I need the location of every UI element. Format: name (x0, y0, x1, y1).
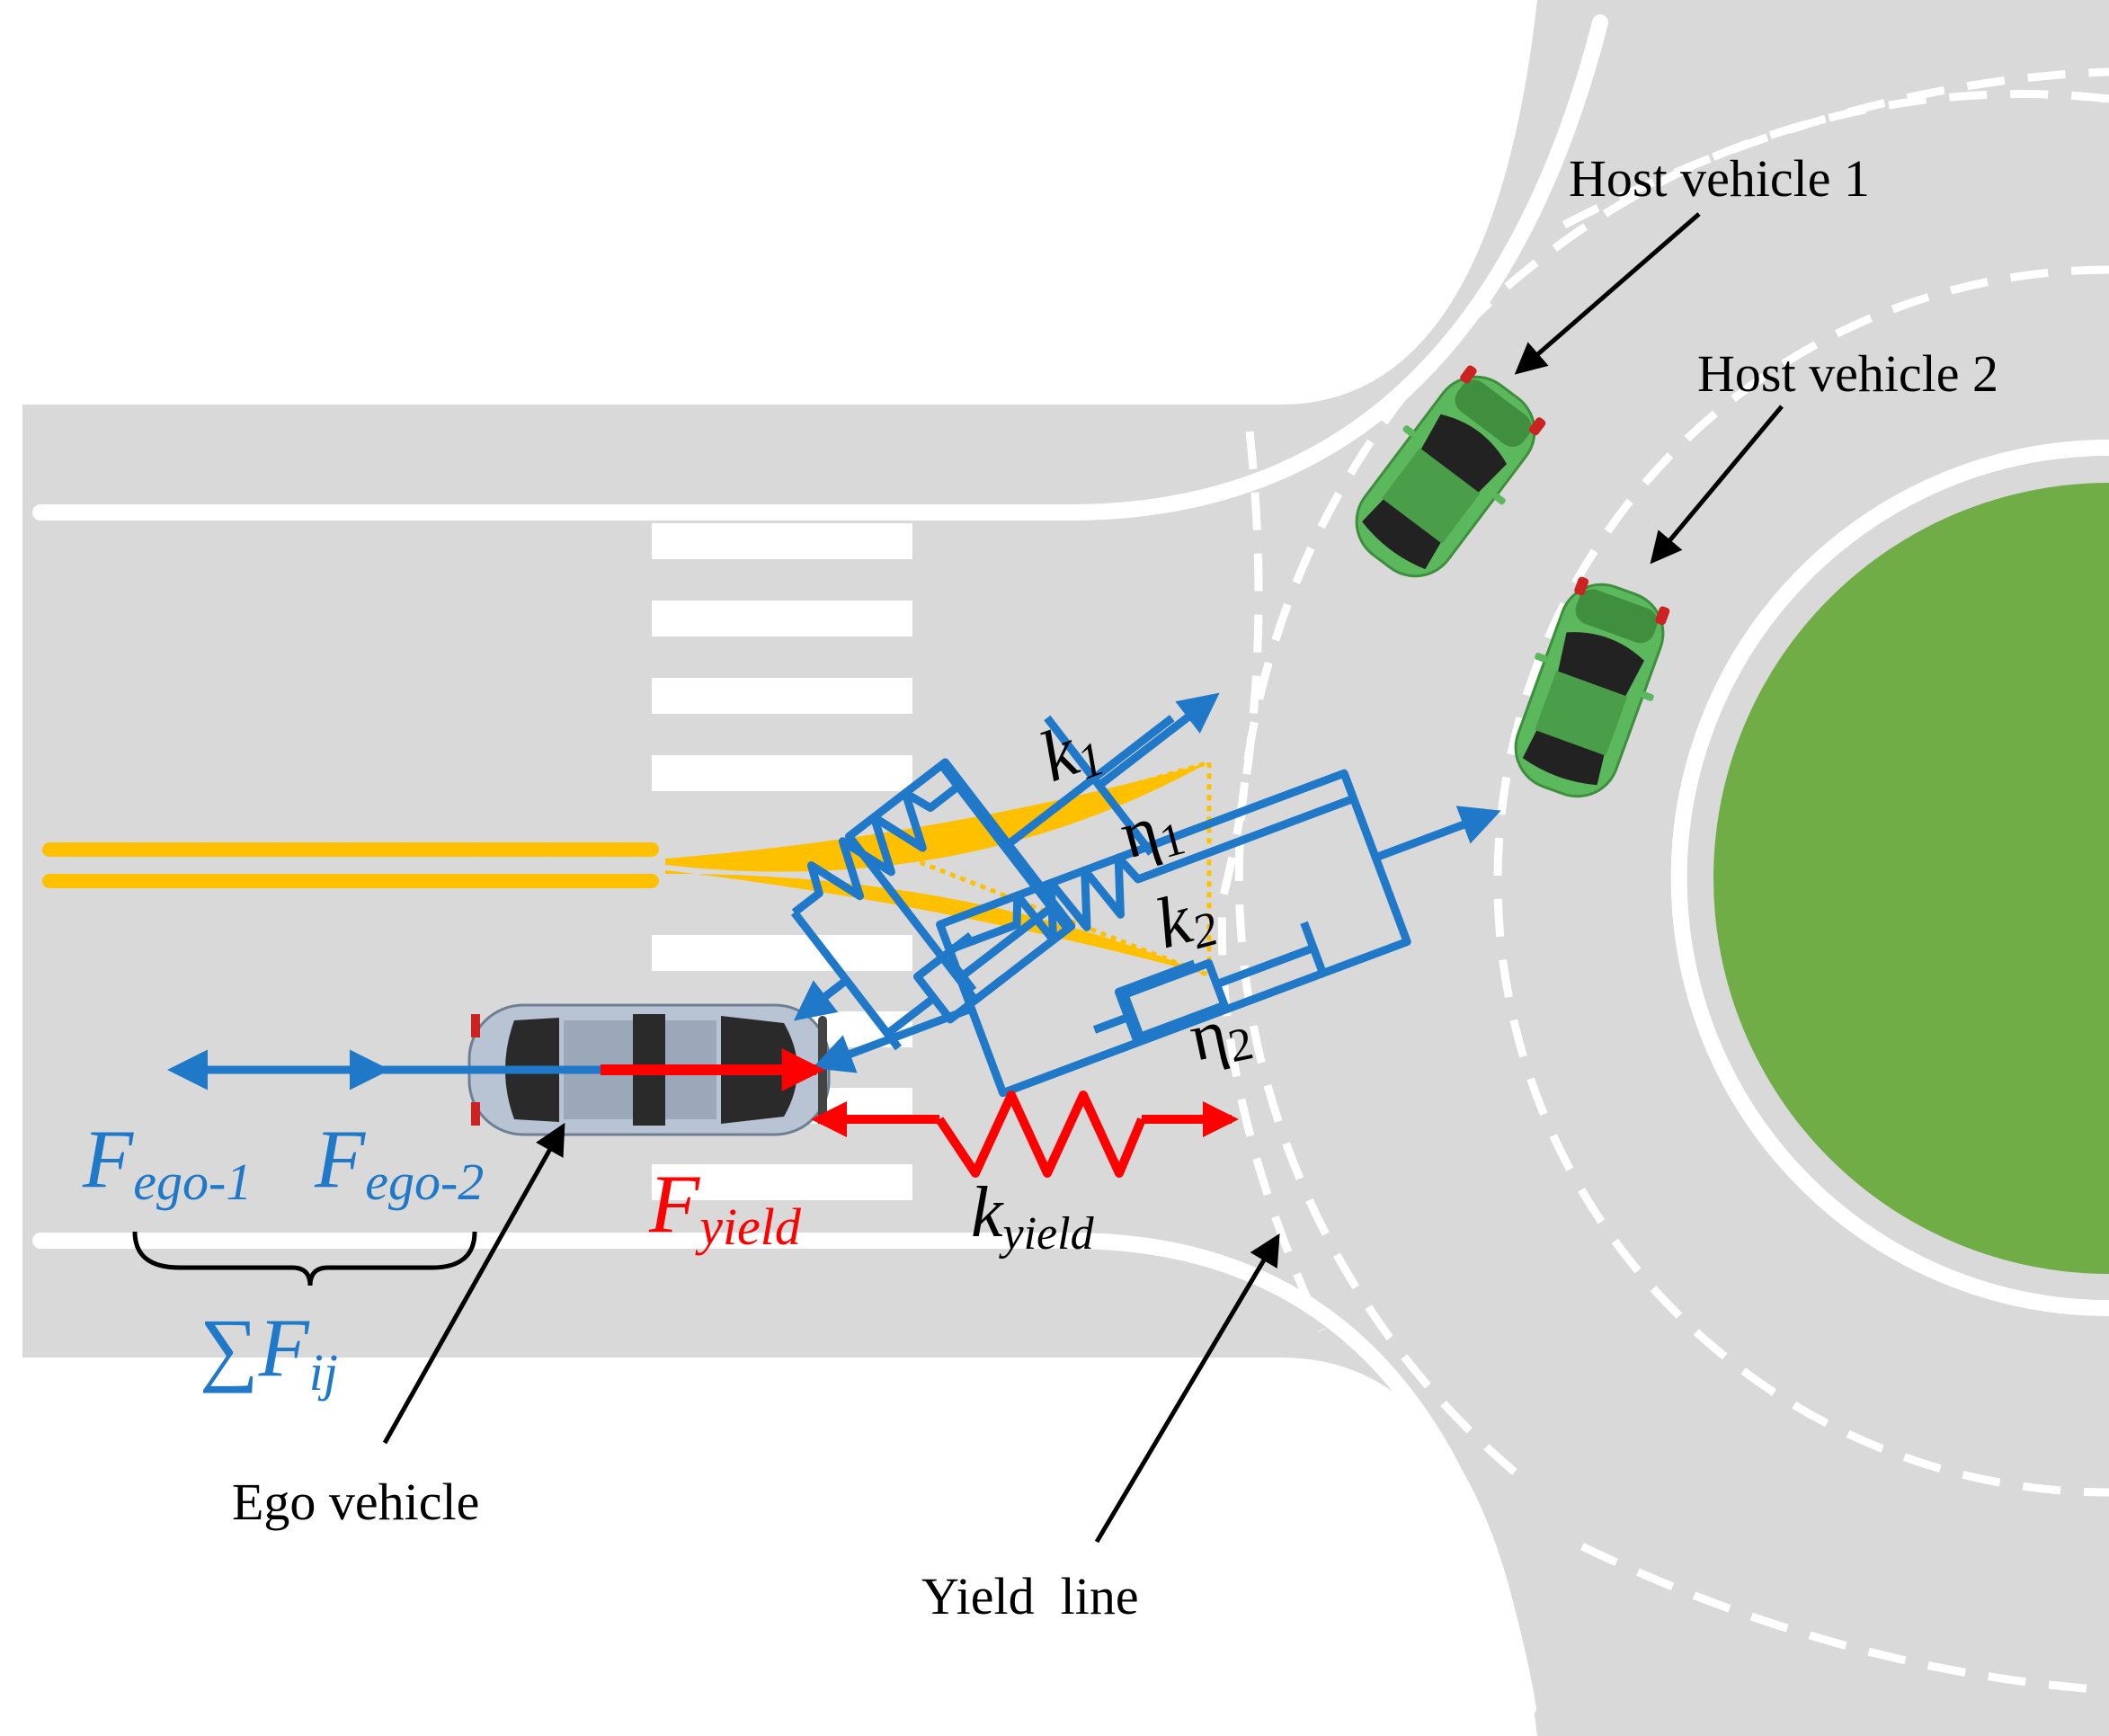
leader-lines (382, 212, 1784, 1544)
sum-f-symbol: ∑Fij (200, 1302, 338, 1402)
yield-line-label: Yield line (921, 1567, 1139, 1625)
host-vehicle-1-label: Host vehicle 1 (1569, 149, 1870, 208)
ego-vehicle-label: Ego vehicle (232, 1473, 479, 1531)
f-yield-symbol: Fyield (648, 1158, 802, 1256)
ego-vehicle-icon (467, 1003, 831, 1136)
lane-dashes (1217, 67, 2109, 1695)
k-yield-symbol: kyield (971, 1173, 1095, 1260)
yield-spring (811, 1091, 1239, 1178)
central-island (1713, 483, 2109, 1274)
f-ego-2-symbol: Fego-2 (314, 1113, 484, 1211)
spring-damper-host2 (812, 769, 1501, 1098)
road-edge-markings (32, 14, 2109, 1716)
host-vehicle-2-label: Host vehicle 2 (1697, 344, 1998, 403)
sum-brace (132, 1231, 477, 1286)
f-ego-1-symbol: Fego-1 (82, 1113, 252, 1211)
spring-damper-host1 (790, 692, 1220, 1051)
